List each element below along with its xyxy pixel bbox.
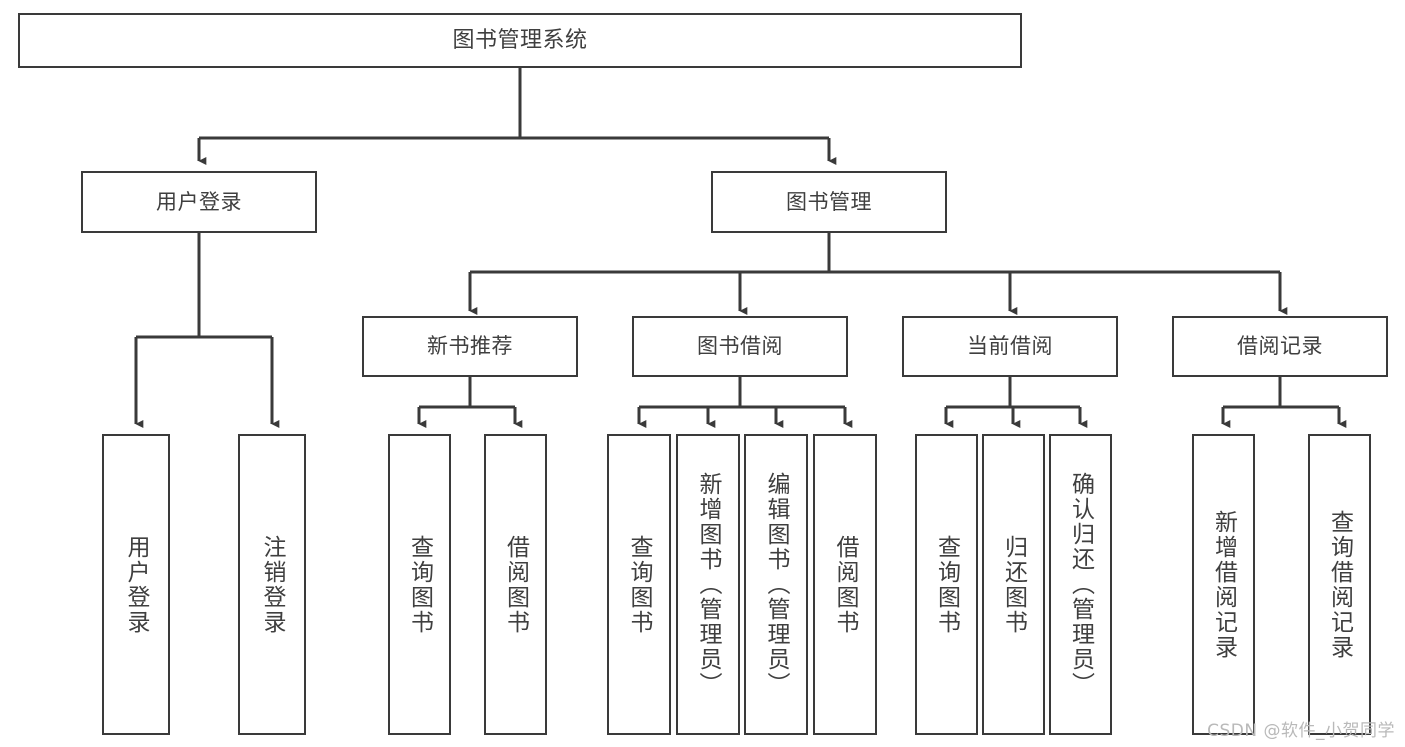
node-label: 图书借阅 bbox=[697, 334, 783, 359]
leaf-borrow-add-book-admin[interactable]: 新增图书（管理员） bbox=[676, 434, 740, 735]
leaf-current-return-book[interactable]: 归还图书 bbox=[982, 434, 1045, 735]
leaf-label: 用户登录 bbox=[123, 534, 150, 635]
leaf-label: 查询图书 bbox=[933, 534, 960, 635]
leaf-record-query-record[interactable]: 查询借阅记录 bbox=[1308, 434, 1371, 735]
node-label: 图书管理 bbox=[786, 189, 872, 214]
leaf-recommend-query-book[interactable]: 查询图书 bbox=[388, 434, 451, 735]
leaf-label: 归还图书 bbox=[1000, 534, 1027, 635]
node-label: 用户登录 bbox=[156, 189, 242, 214]
leaf-label: 新增图书（管理员） bbox=[695, 472, 722, 697]
leaf-label: 新增借阅记录 bbox=[1210, 509, 1237, 660]
node-book-management[interactable]: 图书管理 bbox=[711, 171, 947, 233]
leaf-label: 借阅图书 bbox=[832, 534, 859, 635]
leaf-label: 注销登录 bbox=[259, 534, 286, 635]
leaf-label: 借阅图书 bbox=[502, 534, 529, 635]
node-current-borrow[interactable]: 当前借阅 bbox=[902, 316, 1118, 377]
leaf-record-add-record[interactable]: 新增借阅记录 bbox=[1192, 434, 1255, 735]
leaf-borrow-borrow-book[interactable]: 借阅图书 bbox=[813, 434, 877, 735]
leaf-label: 编辑图书（管理员） bbox=[763, 472, 790, 697]
leaf-current-query-book[interactable]: 查询图书 bbox=[915, 434, 978, 735]
node-root-system[interactable]: 图书管理系统 bbox=[18, 13, 1022, 68]
node-user-login[interactable]: 用户登录 bbox=[81, 171, 317, 233]
leaf-user-login-login[interactable]: 用户登录 bbox=[102, 434, 170, 735]
leaf-label: 确认归还（管理员） bbox=[1067, 472, 1094, 697]
node-label: 借阅记录 bbox=[1237, 334, 1323, 359]
node-new-book-recommend[interactable]: 新书推荐 bbox=[362, 316, 578, 377]
node-label: 当前借阅 bbox=[967, 334, 1053, 359]
leaf-borrow-edit-book-admin[interactable]: 编辑图书（管理员） bbox=[744, 434, 808, 735]
leaf-recommend-borrow-book[interactable]: 借阅图书 bbox=[484, 434, 547, 735]
leaf-current-confirm-return-admin[interactable]: 确认归还（管理员） bbox=[1049, 434, 1112, 735]
leaf-label: 查询借阅记录 bbox=[1326, 509, 1353, 660]
node-borrow-record[interactable]: 借阅记录 bbox=[1172, 316, 1388, 377]
leaf-user-login-logout[interactable]: 注销登录 bbox=[238, 434, 306, 735]
node-label: 新书推荐 bbox=[427, 334, 513, 359]
watermark: CSDN @软件_小贺同学 bbox=[1207, 721, 1395, 741]
leaf-label: 查询图书 bbox=[626, 534, 653, 635]
node-book-borrow[interactable]: 图书借阅 bbox=[632, 316, 848, 377]
leaf-borrow-query-book[interactable]: 查询图书 bbox=[607, 434, 671, 735]
node-label: 图书管理系统 bbox=[452, 27, 588, 53]
leaf-label: 查询图书 bbox=[406, 534, 433, 635]
